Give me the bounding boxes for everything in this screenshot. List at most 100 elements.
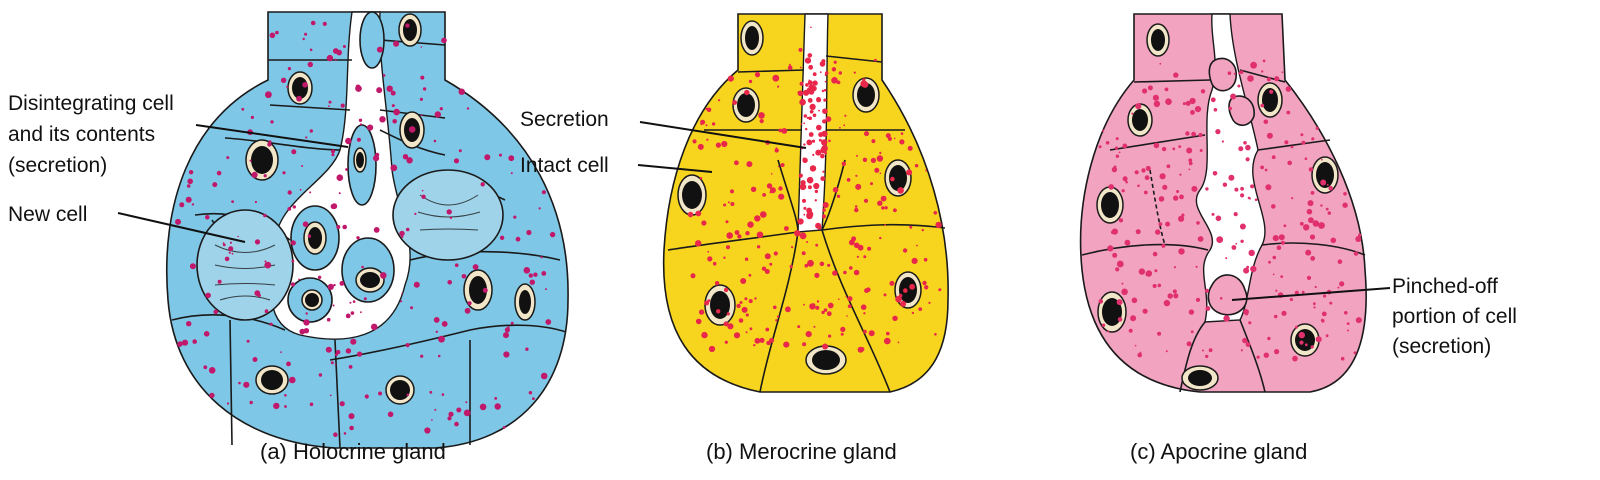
granule-dot <box>282 171 286 175</box>
label-new-cell: New cell <box>8 203 87 226</box>
granule-dot <box>1222 182 1228 187</box>
granule-dot <box>186 321 192 327</box>
granule-dot <box>510 321 514 325</box>
granule-dot <box>821 89 825 93</box>
granule-dot <box>1121 282 1124 285</box>
granule-dot <box>1197 236 1204 242</box>
granule-dot <box>212 182 218 188</box>
granule-dot <box>1113 165 1117 169</box>
granule-dot <box>1284 140 1289 145</box>
granule-dot <box>789 264 793 269</box>
granule-dot <box>1178 145 1182 149</box>
granule-dot <box>723 256 726 259</box>
granule-dot <box>1223 315 1230 322</box>
granule-dot <box>1243 141 1247 145</box>
granule-dot <box>695 318 702 325</box>
granule-dot <box>892 315 898 321</box>
granule-dot <box>1128 328 1133 333</box>
granule-dot <box>1230 93 1237 100</box>
granule-dot <box>723 321 729 327</box>
granule-dot <box>1173 195 1179 201</box>
granule-dot <box>217 279 222 284</box>
granule-dot <box>1312 302 1316 306</box>
granule-dot <box>1323 294 1327 298</box>
granule-dot <box>744 257 749 261</box>
granule-dot <box>179 202 185 208</box>
granule-dot <box>840 326 846 332</box>
granule-dot <box>748 299 753 304</box>
granule-dot <box>186 184 191 188</box>
granule-dot <box>1147 85 1153 91</box>
granule-dot <box>1304 343 1308 347</box>
granule-dot <box>345 137 352 145</box>
granule-dot <box>1353 351 1357 355</box>
granule-dot <box>331 203 338 210</box>
granule-dot <box>1301 140 1306 145</box>
granule-dot <box>775 319 778 322</box>
granule-dot <box>401 292 403 295</box>
granule-dot <box>853 269 860 276</box>
granule-dot <box>876 155 884 162</box>
granule-dot <box>1235 242 1238 245</box>
granule-dot <box>1144 175 1150 181</box>
granule-dot <box>400 300 403 303</box>
granule-dot <box>1264 168 1268 172</box>
granule-dot <box>466 107 470 110</box>
granule-dot <box>791 246 794 249</box>
granule-dot <box>823 88 827 92</box>
granule-dot <box>472 264 479 270</box>
granule-dot <box>819 71 822 74</box>
granule-dot <box>745 231 750 236</box>
granule-dot <box>1325 207 1329 211</box>
granule-dot <box>813 325 816 328</box>
granule-dot <box>695 210 702 217</box>
granule-dot <box>1205 187 1209 191</box>
granule-dot <box>448 411 454 417</box>
granule-dot <box>435 330 438 333</box>
granule-dot <box>1337 259 1343 265</box>
granule-dot <box>909 283 915 290</box>
granule-dot <box>429 390 433 394</box>
granule-dot <box>1139 351 1142 354</box>
granule-dot <box>756 245 761 249</box>
granule-dot <box>744 297 748 301</box>
granule-dot <box>1212 171 1218 176</box>
granule-dot <box>1131 112 1134 115</box>
granule-dot <box>809 165 817 172</box>
granule-dot <box>331 153 335 157</box>
granule-dot <box>265 91 272 99</box>
granule-dot <box>1125 180 1128 184</box>
granule-dot <box>803 303 805 306</box>
granule-dot <box>778 186 783 191</box>
granule-dot <box>781 127 788 134</box>
granule-dot <box>1152 251 1158 257</box>
granule-dot <box>749 327 753 331</box>
granule-dot <box>886 331 890 336</box>
granule-dot <box>1263 119 1269 125</box>
granule-dot <box>857 244 864 251</box>
granule-dot <box>815 149 822 156</box>
apocrine-pinched-off-portion <box>1207 274 1248 316</box>
granule-dot <box>1145 165 1151 171</box>
granule-dot <box>754 215 761 222</box>
granule-dot <box>765 327 770 332</box>
granule-dot <box>529 279 535 285</box>
granule-dot <box>284 405 287 408</box>
granule-dot <box>1157 331 1162 336</box>
granule-dot <box>431 419 433 421</box>
granule-dot <box>287 207 292 211</box>
granule-dot <box>1173 293 1179 299</box>
granule-dot <box>503 332 509 339</box>
granule-dot <box>769 337 775 343</box>
granule-dot <box>803 122 806 125</box>
granule-dot <box>828 139 831 143</box>
granule-dot <box>1303 224 1310 231</box>
granule-dot <box>1325 334 1329 338</box>
granule-dot <box>364 394 369 399</box>
granule-dot <box>898 293 903 298</box>
granule-dot <box>766 183 773 189</box>
granule-dot <box>289 376 296 384</box>
granule-dot <box>433 317 440 323</box>
granule-dot <box>874 58 877 62</box>
